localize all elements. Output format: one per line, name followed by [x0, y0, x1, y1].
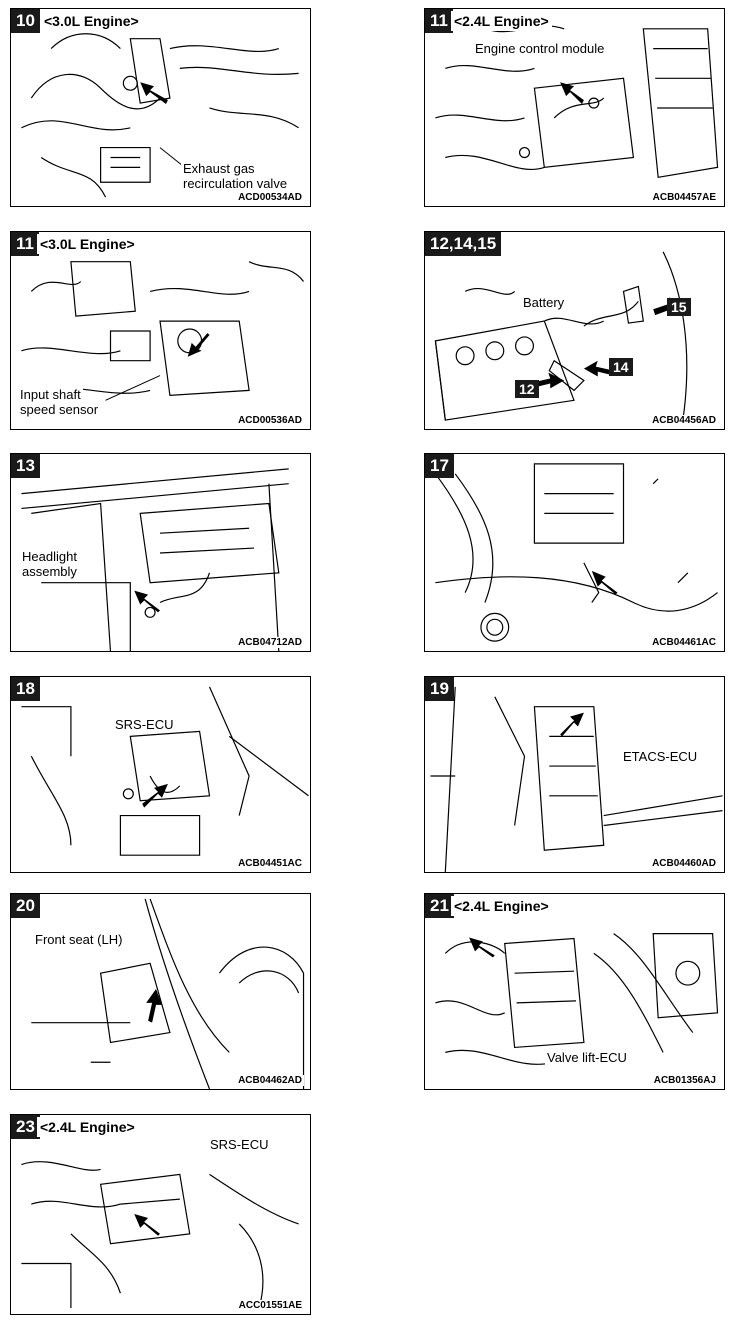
- headlight-illustration: [21, 468, 289, 651]
- srs-ecu-illustration: [21, 686, 309, 856]
- component-label: Exhaust gas: [181, 161, 257, 176]
- step-number: 13: [11, 454, 40, 478]
- figure-code: ACB04460AD: [650, 858, 718, 869]
- figure-code: ACC01551AE: [236, 1300, 304, 1311]
- engine-illustration: [435, 25, 719, 178]
- figure-code: ACB04457AE: [650, 192, 718, 203]
- callout-15: 15: [667, 298, 691, 316]
- component-label: Engine control module: [473, 41, 607, 56]
- figure-panel-18: 18 SRS-ECU ACB04451AC: [10, 676, 311, 873]
- figure-panel-23-2-4l: 23 <2.4L Engine> SRS-ECU ACC01551AE: [10, 1114, 311, 1315]
- engine-variant: <3.0L Engine>: [37, 234, 138, 254]
- step-number: 11: [425, 9, 453, 33]
- component-label: SRS-ECU: [208, 1137, 271, 1152]
- figure-code: ACB04456AD: [650, 415, 718, 426]
- engine-illustration: [21, 261, 305, 401]
- component-label: SRS-ECU: [113, 717, 176, 732]
- step-number: 11: [11, 232, 39, 256]
- component-label: recirculation valve: [181, 176, 290, 191]
- engine-variant: <3.0L Engine>: [41, 11, 142, 31]
- step-number: 20: [11, 894, 40, 918]
- figure-panel-12-14-15: 12,14,15 Battery 15 14 12 ACB04456AD: [424, 231, 725, 430]
- etacs-ecu-illustration: [430, 686, 723, 872]
- component-label: Input shaft: [18, 387, 83, 402]
- step-number: 17: [425, 454, 454, 478]
- figure-panel-10-3-0l: 10 <3.0L Engine> Exhaust gas recirculati…: [10, 8, 311, 207]
- figure-code: ACB04712AD: [236, 637, 304, 648]
- component-label: Front seat (LH): [33, 932, 125, 947]
- callout-14: 14: [609, 358, 633, 376]
- step-number: 18: [11, 677, 40, 701]
- figure-code: ACB04451AC: [236, 858, 304, 869]
- figure-panel-20: 20 Front seat (LH) ACB04462AD: [10, 893, 311, 1090]
- srs-ecu-illustration: [21, 1161, 299, 1309]
- battery-illustration: [434, 251, 688, 421]
- figure-panel-17: 17 ACB04461AC: [424, 453, 725, 652]
- component-label: assembly: [20, 564, 79, 579]
- component-label: speed sensor: [18, 402, 101, 417]
- step-number: 10: [11, 9, 40, 33]
- component-label: Valve lift-ECU: [545, 1050, 629, 1065]
- engine-variant: <2.4L Engine>: [37, 1117, 138, 1137]
- step-number: 12,14,15: [425, 232, 502, 256]
- engine-variant: <2.4L Engine>: [451, 11, 552, 31]
- figure-panel-19: 19 ETACS-ECU ACB04460AD: [424, 676, 725, 873]
- component-label: Headlight: [20, 549, 79, 564]
- figure-code: ACD00536AD: [236, 415, 304, 426]
- figure-panel-21-2-4l: 21 <2.4L Engine> Valve lift-ECU ACB01356…: [424, 893, 725, 1090]
- figure-panel-11-3-0l: 11 <3.0L Engine> Input shaft speed senso…: [10, 231, 311, 430]
- engine-variant: <2.4L Engine>: [451, 896, 552, 916]
- step-number: 23: [11, 1115, 40, 1139]
- front-seat-illustration: [31, 898, 305, 1089]
- component-label: ETACS-ECU: [621, 749, 700, 764]
- callout-12: 12: [515, 380, 539, 398]
- wiring-illustration: [434, 463, 718, 642]
- component-label: Battery: [521, 295, 567, 310]
- figure-panel-11-2-4l: 11 <2.4L Engine> Engine control module A…: [424, 8, 725, 207]
- step-number: 21: [425, 894, 454, 918]
- step-number: 19: [425, 677, 454, 701]
- figure-code: ACB04462AD: [236, 1075, 304, 1086]
- valve-lift-ecu-illustration: [435, 933, 719, 1065]
- figure-code: ACB04461AC: [650, 637, 718, 648]
- figure-code: ACD00534AD: [236, 192, 304, 203]
- engine-illustration: [21, 33, 299, 198]
- figure-code: ACB01356AJ: [651, 1075, 718, 1086]
- figure-panel-13: 13 Headlight assembly ACB04712AD: [10, 453, 311, 652]
